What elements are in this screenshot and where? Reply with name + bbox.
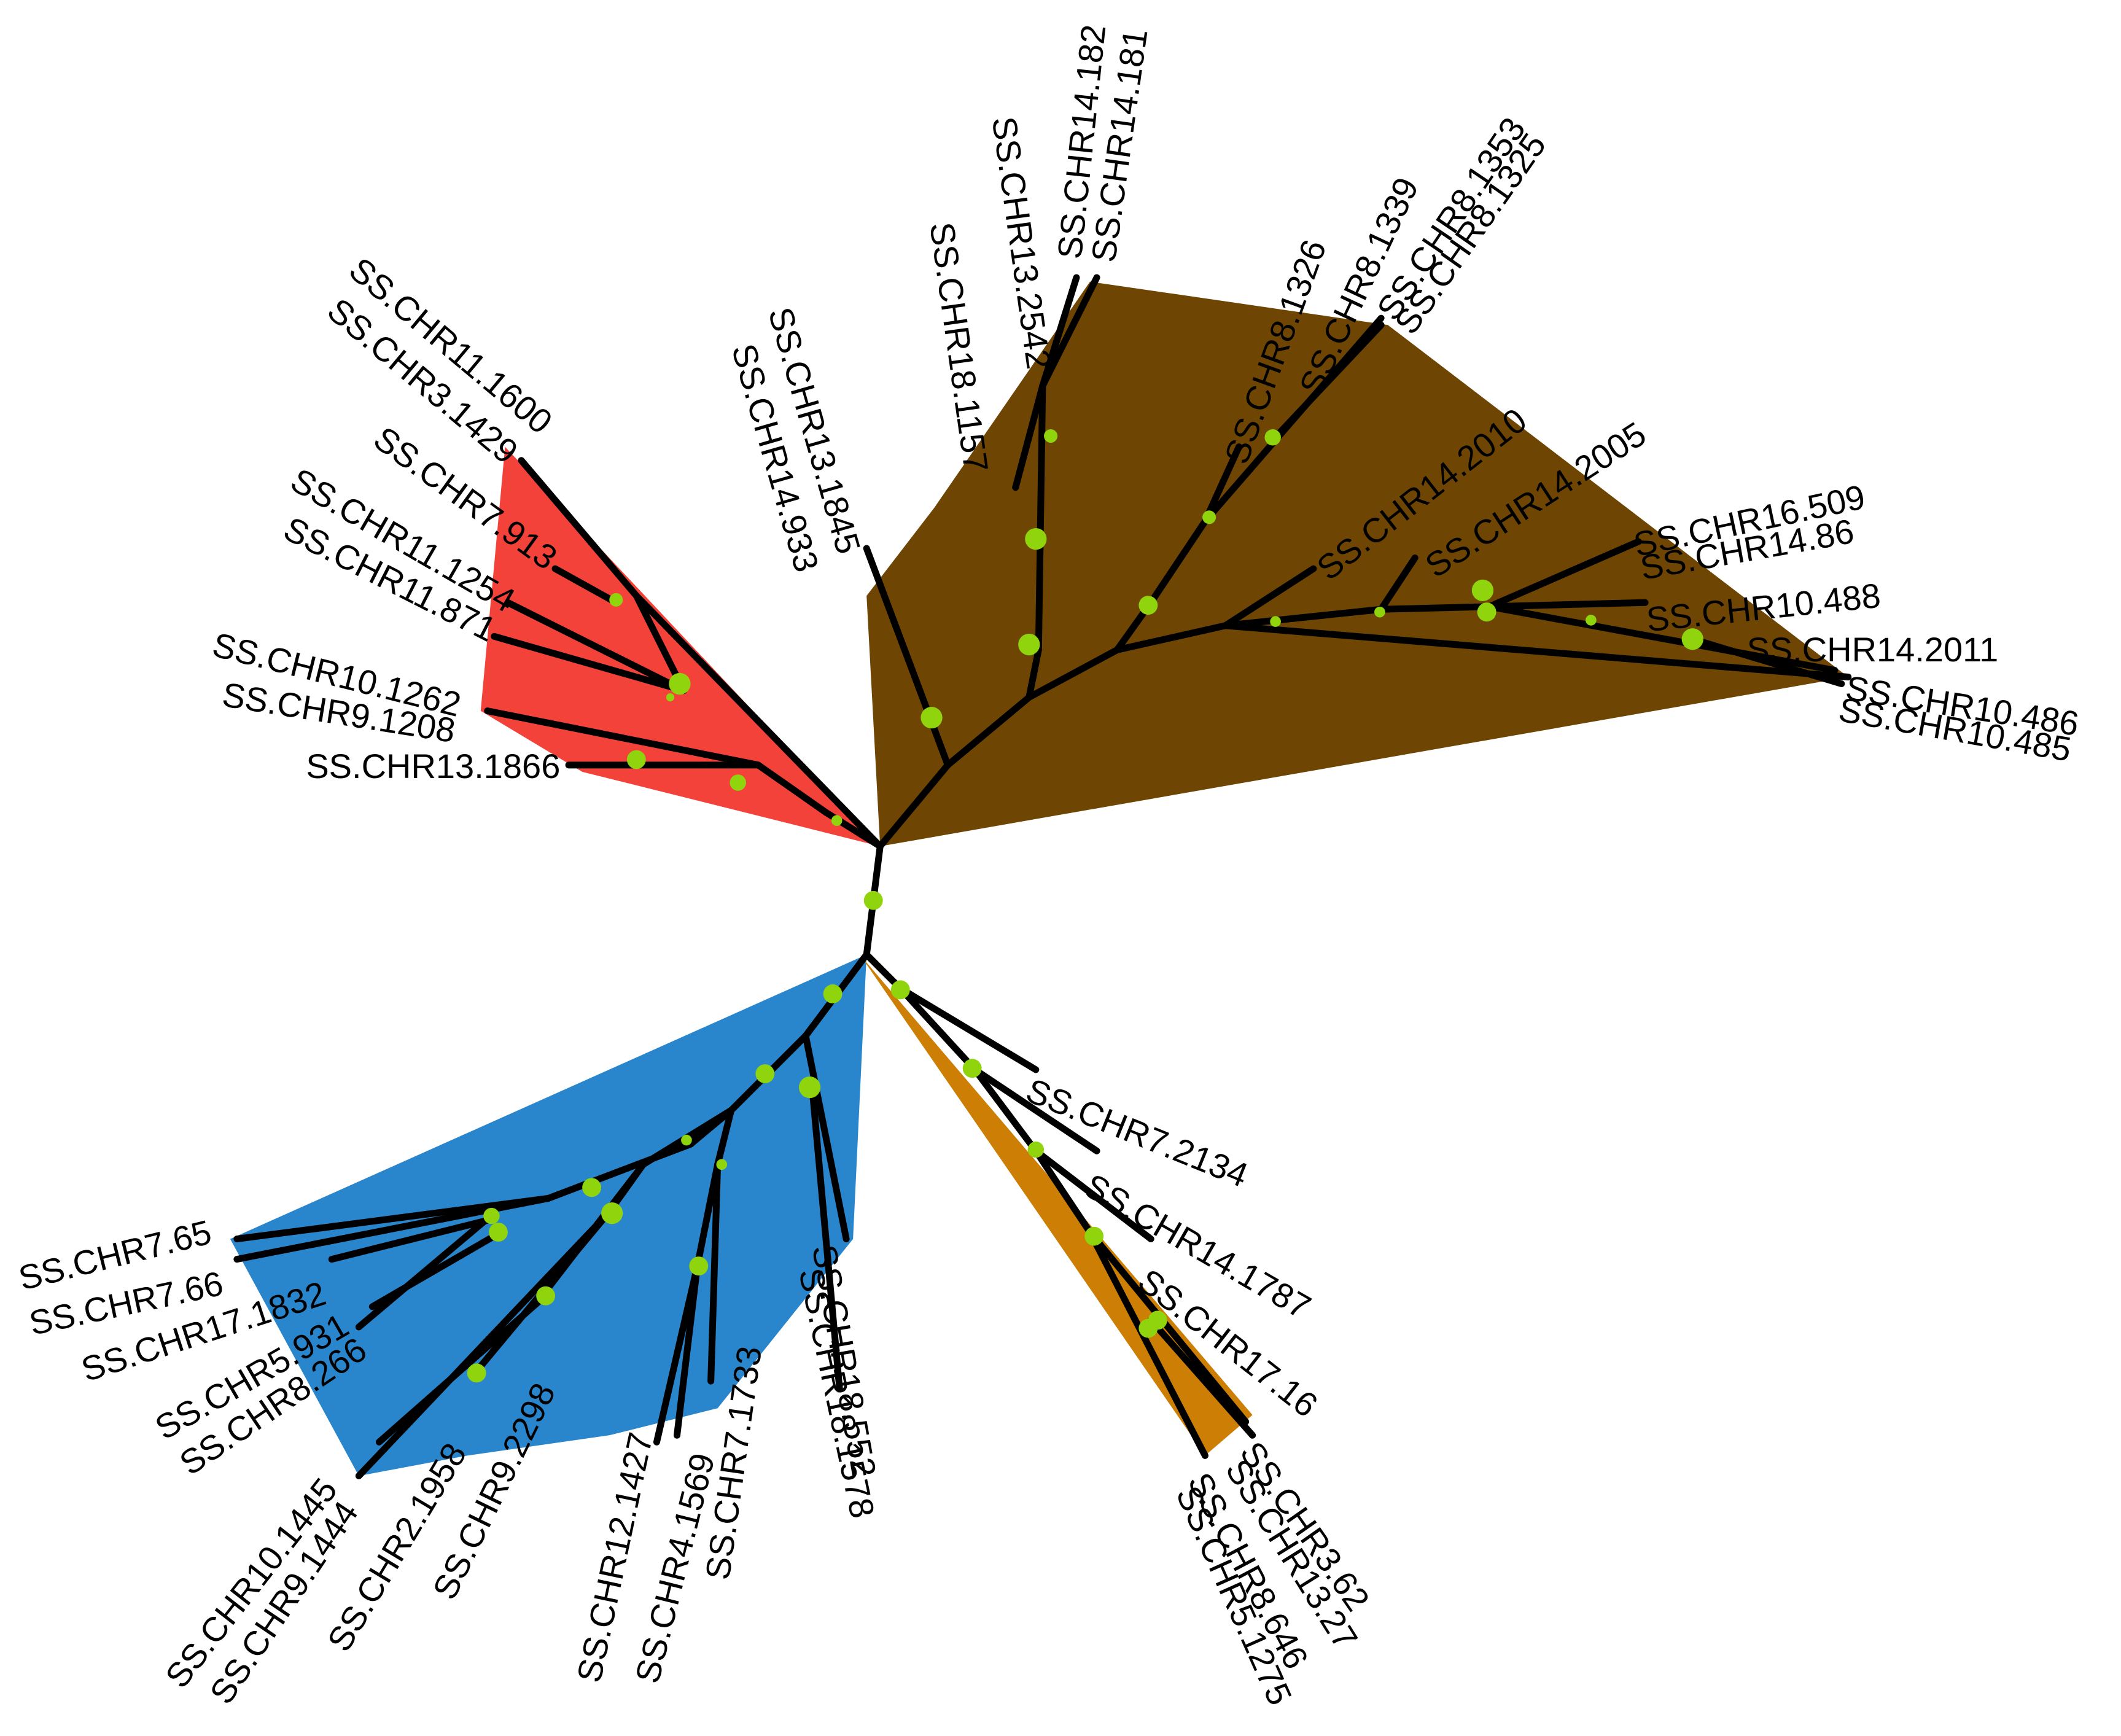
leaf-label: SS.CHR13.1866 [306,747,560,785]
tree-branch [1032,1147,1094,1236]
tree-branch [1222,605,1385,629]
tree-branch [484,707,762,769]
support-node [582,1178,602,1197]
support-node [1044,429,1058,443]
tree-branch [233,1194,552,1263]
tree-branch [1486,603,1839,674]
clade-region-2 [866,281,1848,847]
support-node [483,1207,500,1224]
tree-branch [714,1107,735,1168]
tree-branch [491,633,688,695]
tree-branch [328,1215,498,1263]
tree-branch [1147,1317,1256,1439]
leaf-label: SS.CHR14.2011 [1746,630,1998,669]
support-node [536,1286,556,1306]
tree-branch [1032,1147,1154,1243]
tree-branch [1025,646,1121,701]
tree-branch [551,565,620,606]
tree-branch [1269,321,1385,444]
support-node [1681,628,1703,650]
support-node [689,1256,709,1276]
leaf-labels: SS.CHR11.1600SS.CHR3.1429SS.CHR7.913SS.C… [15,23,2082,1711]
support-node [681,1134,692,1146]
support-node [467,1363,486,1383]
leaf-label: SS.CHR13.2542 [985,114,1059,372]
support-node [890,980,910,1000]
support-node [1270,616,1281,627]
tree-branch [1147,518,1208,606]
tree-branch [1377,554,1419,613]
tree-branches [233,274,1852,1479]
tree-branch [1025,646,1042,701]
tree-branch [897,985,1040,1073]
tree-branch [632,592,884,850]
support-node [1027,1141,1045,1158]
support-node [626,750,646,769]
tree-branch [707,1161,722,1385]
tree-branch [1486,599,1649,610]
tree-branch [1035,382,1046,653]
tree-branch [355,1208,613,1479]
tree-branch [1689,636,1845,688]
clade-region-4 [860,954,1253,1456]
tree-branch [1201,443,1243,525]
leaf-label: SS.CHR18.1157 [922,220,995,475]
tree-branch [897,985,979,1073]
tree-branch [1086,1229,1208,1459]
support-node [798,1076,821,1099]
support-node [823,984,843,1003]
support-node [1374,606,1385,618]
support-node [716,1159,728,1170]
support-node [669,672,691,695]
tree-branch [1012,382,1046,491]
support-node [1018,633,1040,656]
tree-branch [540,1161,647,1297]
support-node [489,1223,508,1242]
tree-branch [802,1032,850,1243]
tree-branch [1486,538,1642,610]
tree-branch [1039,274,1100,389]
support-node [1471,579,1494,602]
support-node [601,1202,623,1224]
support-node [1148,1310,1167,1330]
support-node [1264,429,1281,446]
support-node [1025,527,1047,550]
tree-branch [809,1086,843,1392]
tree-branch [755,761,830,816]
tree-branch [674,1263,701,1439]
support-node [666,693,675,702]
support-node [1586,615,1597,626]
tree-branch [971,1066,1040,1154]
support-node [1084,1226,1104,1246]
support-node [1138,596,1158,615]
support-node [730,774,746,791]
tree-branch [944,694,1033,769]
tree-branch [504,599,688,695]
tree-branch [1086,1229,1250,1425]
tree-branch [368,1229,505,1310]
support-node [609,593,623,607]
support-node [962,1059,982,1078]
tree-branch [876,761,951,850]
support-node [755,1064,775,1083]
tree-branch [1222,565,1317,629]
support-node [1202,510,1216,524]
tree-branch [1222,622,1852,680]
tree-branch [355,1215,491,1331]
tree-branch [1113,622,1229,653]
tree-branch [863,545,951,769]
support-node [863,890,883,910]
tree-branch [375,1290,552,1446]
support-node [831,815,843,827]
clade-region-3 [230,954,867,1476]
tree-branch [1377,603,1493,613]
tree-branch [971,1066,1100,1154]
support-nodes [467,429,1703,1383]
support-node [920,707,943,729]
support-node [1477,602,1496,622]
tree-branch [518,457,640,599]
